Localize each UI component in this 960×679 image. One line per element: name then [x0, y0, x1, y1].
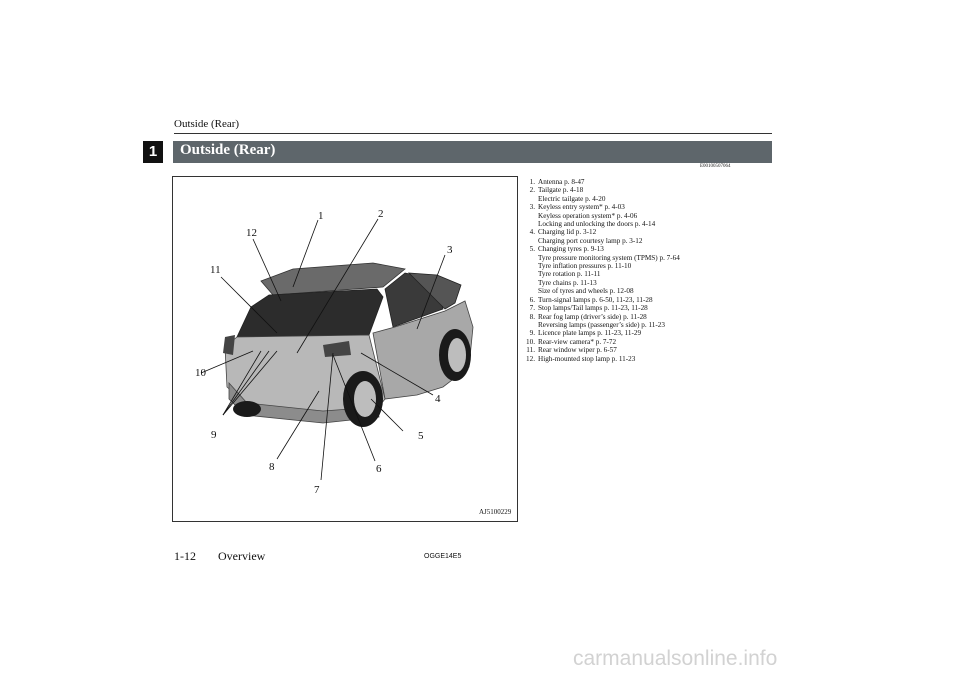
list-item: 2.Tailgate p. 4-18: [529, 186, 584, 195]
callout-1: 1: [318, 210, 324, 222]
list-subline: Charging port courtesy lamp p. 3-12: [538, 236, 643, 245]
running-head: Outside (Rear): [174, 118, 240, 130]
callout-7: 7: [314, 484, 320, 496]
list-item: 8.Rear fog lamp (driver’s side) p. 11-28: [529, 312, 647, 321]
list-subline: Size of tyres and wheels p. 12-08: [538, 287, 634, 296]
vehicle-rear-illustration: 1 2 3 4 5 6 7 8 9 10 11 12 AJ5100229: [172, 176, 518, 522]
callout-5: 5: [418, 430, 424, 442]
footer-section: Overview: [218, 549, 266, 563]
callout-list: 1.Antenna p. 8-47 2.Tailgate p. 4-18 Ele…: [521, 178, 680, 363]
list-item: 11.Rear window wiper p. 6-57: [526, 346, 617, 355]
callout-6: 6: [376, 463, 382, 475]
vehicle-drawing: [200, 218, 474, 481]
callout-4: 4: [435, 393, 441, 405]
section-title: Outside (Rear): [180, 142, 276, 158]
callout-8: 8: [269, 461, 275, 473]
list-item: 7.Stop lamps/Tail lamps p. 11-23, 11-28: [529, 304, 648, 313]
header-rule: [174, 133, 772, 134]
list-subline: Keyless operation system* p. 4-06: [538, 211, 638, 220]
list-item: 9.Licence plate lamps p. 11-23, 11-29: [529, 329, 642, 338]
list-item: 3.Keyless entry system* p. 4-03: [529, 203, 625, 212]
reference-code: E00100507064: [700, 164, 731, 169]
list-item: 6.Turn-signal lamps p. 6-50, 11-23, 11-2…: [529, 295, 653, 304]
list-subline: Tyre rotation p. 11-11: [538, 270, 601, 279]
figure-code: AJ5100229: [479, 508, 512, 516]
list-item: 5.Changing tyres p. 9-13: [529, 245, 604, 254]
chapter-tab: 1: [143, 141, 163, 163]
callout-12: 12: [246, 227, 257, 239]
list-subline: Tyre chains p. 11-13: [538, 278, 597, 287]
list-item: 12.High-mounted stop lamp p. 11-23: [526, 354, 636, 363]
callout-2: 2: [378, 208, 384, 220]
watermark-link[interactable]: carmanualsonline.info: [573, 647, 778, 670]
section-bar: [173, 141, 772, 163]
list-subline: Electric tailgate p. 4-20: [538, 194, 606, 203]
list-item: 1.Antenna p. 8-47: [529, 178, 585, 186]
list-subline: Reversing lamps (passenger’s side) p. 11…: [538, 320, 665, 329]
callout-9: 9: [211, 429, 217, 441]
page-number: 1-12: [174, 549, 196, 563]
callout-3: 3: [447, 244, 453, 256]
list-item: 10.Rear-view camera* p. 7-72: [526, 337, 617, 346]
list-item: 4.Charging lid p. 3-12: [529, 228, 597, 237]
callout-10: 10: [195, 367, 206, 379]
list-subline: Locking and unlocking the doors p. 4-14: [538, 220, 656, 229]
list-subline: Tyre pressure monitoring system (TPMS) p…: [538, 253, 680, 262]
callout-11: 11: [210, 264, 221, 276]
list-subline: Tyre inflation pressures p. 11-10: [538, 262, 632, 271]
footer-code: OGGE14E5: [424, 553, 462, 560]
